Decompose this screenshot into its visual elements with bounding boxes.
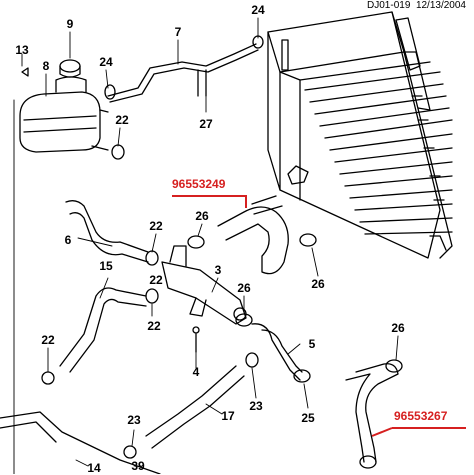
callout-label: 26 [237,281,251,295]
drawing-header: DJ01-019 12/13/2004 [367,0,466,11]
callout-label: 14 [87,461,101,475]
callout-label: 22 [147,319,161,333]
callout-label: 13 [15,43,29,57]
part-number-upper-hose: 96553249 [172,177,226,191]
heater-hose-17 [145,365,245,449]
callout-label: 15 [99,259,113,273]
lower-radiator-hose [345,363,399,463]
callout-label: 7 [174,25,182,39]
hose-clamps [41,35,403,469]
upper-radiator-hose [217,195,289,275]
drawing-id: DJ01-019 [367,0,411,11]
callout-label: 22 [41,333,55,347]
callout-label: 17 [221,409,235,423]
callout-label: 5 [308,337,316,351]
small-hardware [21,67,200,353]
callout-label: 6 [64,233,72,247]
callout-label: 24 [99,55,113,69]
callout-label: 23 [249,399,263,413]
heater-hose-lower [59,287,147,373]
radiator [267,11,453,259]
callout-label: 9 [66,17,74,31]
callout-label: 22 [149,273,163,287]
callout-label: 3 [214,263,222,277]
callout-label: 23 [127,413,141,427]
callout-label: 25 [301,411,315,425]
leader-lines [13,17,399,474]
callout-label: 39 [131,459,145,473]
callout-label: 24 [251,3,265,17]
callout-label: 26 [195,209,209,223]
bypass-hose [251,323,303,381]
callout-label: 26 [311,277,325,291]
drawing-date: 12/13/2004 [415,0,466,11]
callout-label: 4 [192,365,200,379]
upper-hose-left [65,200,149,263]
callout-label: 27 [199,117,213,131]
callout-label: 22 [149,219,163,233]
part-number-lower-hose: 96553267 [394,409,448,423]
coolant-reservoir [19,59,109,153]
callout-label: 8 [42,59,50,73]
part-number-leaders [172,195,466,437]
lower-bracket [0,411,161,474]
callout-label: 26 [391,321,405,335]
overflow-hose [107,43,259,103]
callout-label: 22 [115,113,129,127]
water-pipe-assembly [161,245,247,325]
